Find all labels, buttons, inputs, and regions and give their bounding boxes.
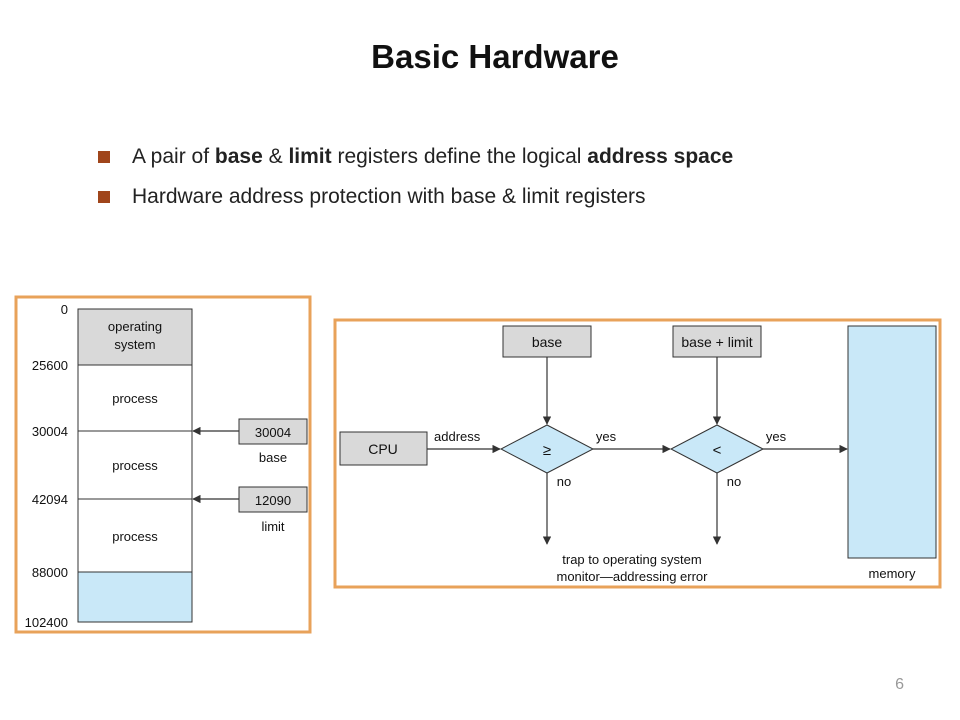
region-label: process <box>112 458 158 473</box>
limit-register-box <box>238 486 308 513</box>
compare-ge-symbol: ≥ <box>543 442 551 459</box>
base-plus-limit-box <box>672 325 762 358</box>
memory-label: memory <box>869 566 916 581</box>
region-label-os-1: operating <box>108 319 162 334</box>
limit-register-label: limit <box>261 519 284 534</box>
base-box <box>502 325 592 358</box>
process-region <box>77 498 193 573</box>
bullet-list: A pair of base & limit registers define … <box>98 142 733 222</box>
compare-lt-symbol: < <box>713 442 722 459</box>
yes2-label: yes <box>766 429 787 444</box>
base-plus-limit-label: base + limit <box>681 334 752 350</box>
slide-title: Basic Hardware <box>371 38 619 75</box>
bullet-item: A pair of base & limit registers define … <box>98 142 733 182</box>
base-register-value: 30004 <box>255 425 291 440</box>
address-label: address <box>434 429 481 444</box>
process-region <box>77 364 193 432</box>
os-region <box>77 308 193 366</box>
memory-layout-diagram: operating system process process process… <box>14 295 312 634</box>
memory-box <box>847 325 937 559</box>
no1-label: no <box>557 474 571 489</box>
bullet-text: A pair of base & limit registers define … <box>132 145 734 168</box>
trap-label-line1: trap to operating system <box>562 552 701 567</box>
address-label: 42094 <box>32 492 68 507</box>
address-label: 102400 <box>25 615 68 630</box>
region-label: process <box>112 529 158 544</box>
base-label: base <box>532 334 563 350</box>
cpu-label: CPU <box>368 441 398 457</box>
protection-frame <box>333 318 942 589</box>
no2-label: no <box>727 474 741 489</box>
address-label: 25600 <box>32 358 68 373</box>
limit-register-value: 12090 <box>255 493 291 508</box>
bullet-square-icon <box>98 151 110 163</box>
yes1-label: yes <box>596 429 617 444</box>
protection-flow-diagram: CPU base base + limit ≥ < memory address… <box>333 318 942 589</box>
bullet-text: Hardware address protection with base & … <box>132 185 646 208</box>
region-label: process <box>112 391 158 406</box>
base-register-label: base <box>259 450 287 465</box>
free-memory-region <box>77 571 193 623</box>
trap-label-line2: monitor—addressing error <box>556 569 708 584</box>
bullet-item: Hardware address protection with base & … <box>98 182 733 222</box>
bullet-square-icon <box>98 191 110 203</box>
region-label-os-2: system <box>114 337 155 352</box>
page-number: 6 <box>895 676 904 693</box>
address-label: 88000 <box>32 565 68 580</box>
process-region <box>77 430 193 500</box>
address-label: 30004 <box>32 424 68 439</box>
address-label: 0 <box>61 302 68 317</box>
